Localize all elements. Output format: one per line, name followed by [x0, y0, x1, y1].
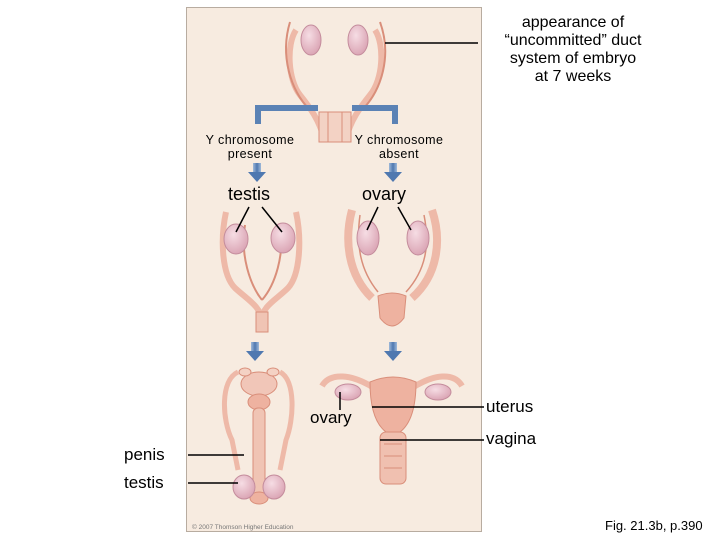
- adult-ovary-left: [334, 383, 362, 401]
- down-arrow-right-2: [384, 342, 402, 361]
- uterus-body: [369, 376, 417, 433]
- y-absent-line: absent: [379, 147, 419, 161]
- adult-female-reproductive-system: [319, 373, 465, 485]
- testis-label-middle: testis: [228, 184, 271, 204]
- ovary-label-bottom: ovary: [310, 408, 352, 427]
- embryo-duct-system: [285, 21, 387, 143]
- caption-line: appearance of: [521, 14, 625, 31]
- testis-label-bottom: testis: [124, 473, 164, 492]
- female-intermediate-ducts: [344, 208, 441, 327]
- mid-ovary-right: [406, 220, 430, 256]
- ovary-pointer-right: [397, 206, 412, 231]
- y-absent-line: Y chromosome: [354, 133, 444, 147]
- mid-testis-left: [223, 223, 249, 255]
- caption-line: “uncommitted” duct: [504, 32, 642, 49]
- adult-testis-right: [262, 474, 286, 500]
- branch-arrow-right: [352, 105, 398, 124]
- caption-line: system of embryo: [509, 50, 637, 67]
- y-chromosome-present-label: Y chromosome present: [196, 133, 304, 161]
- caption-line: at 7 weeks: [534, 68, 612, 85]
- adult-ovary-right: [424, 383, 452, 401]
- testis-pointer-left: [235, 206, 250, 233]
- uterus-label: uterus: [486, 397, 534, 416]
- male-intermediate-ducts: [219, 211, 303, 333]
- down-arrow-left-1: [248, 163, 266, 182]
- ovary-label-middle: ovary: [362, 184, 407, 204]
- y-present-line: Y chromosome: [205, 133, 295, 147]
- vagina-label: vagina: [486, 429, 537, 448]
- mid-testis-right: [270, 222, 296, 254]
- penis-label: penis: [124, 445, 165, 464]
- y-present-line: present: [227, 147, 273, 161]
- branch-arrow-left: [255, 105, 318, 124]
- down-arrow-right-1: [384, 163, 402, 182]
- ovary-pointer-left: [366, 206, 379, 231]
- adult-male-reproductive-system: [222, 367, 295, 505]
- fallopian-tube-right: [410, 373, 465, 391]
- copyright-notice: © 2007 Thomson Higher Education: [192, 524, 294, 531]
- down-arrow-left-2: [246, 342, 264, 361]
- testis-pointer-right: [261, 206, 283, 233]
- figure-reference: Fig. 21.3b, p.390: [605, 518, 703, 533]
- embryo-gonad-right: [347, 24, 369, 56]
- y-chromosome-absent-label: Y chromosome absent: [344, 133, 454, 161]
- embryo-caption: appearance of “uncommitted” duct system …: [478, 14, 668, 86]
- adult-testis-left: [232, 474, 256, 500]
- mid-ovary-left: [356, 220, 380, 256]
- embryo-gonad-left: [300, 24, 322, 56]
- fallopian-tube-left: [319, 373, 376, 391]
- vagina-canal: [379, 431, 407, 485]
